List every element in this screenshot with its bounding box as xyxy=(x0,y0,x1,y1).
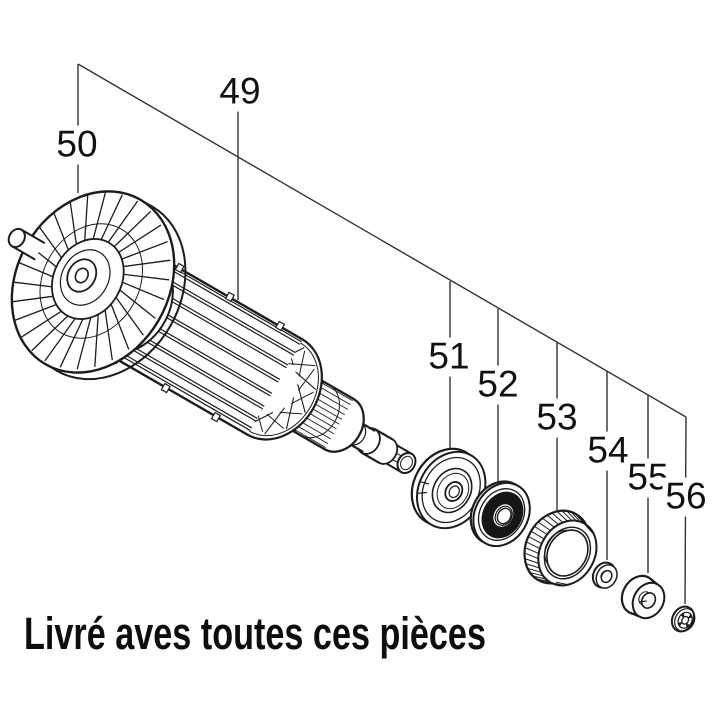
diagram-caption: Livré aves toutes ces pièces xyxy=(24,608,486,659)
part-label-53: 53 xyxy=(533,398,581,438)
part-label-56: 56 xyxy=(662,477,710,517)
part-label-49: 49 xyxy=(216,72,264,112)
sleeve-spacer-drawing xyxy=(620,574,666,620)
part-label-52: 52 xyxy=(474,365,522,405)
part-label-50: 50 xyxy=(53,125,101,165)
flat-washer-drawing xyxy=(591,561,618,589)
push-nut-drawing xyxy=(670,605,696,633)
armature-assembly-drawing xyxy=(7,190,417,475)
part-label-51: 51 xyxy=(425,337,473,377)
part-label-54: 54 xyxy=(584,431,632,471)
ball-bearing-drawing xyxy=(469,480,531,547)
bearing-retainer-drawing xyxy=(410,447,487,530)
knurled-ring-drawing xyxy=(523,509,598,587)
